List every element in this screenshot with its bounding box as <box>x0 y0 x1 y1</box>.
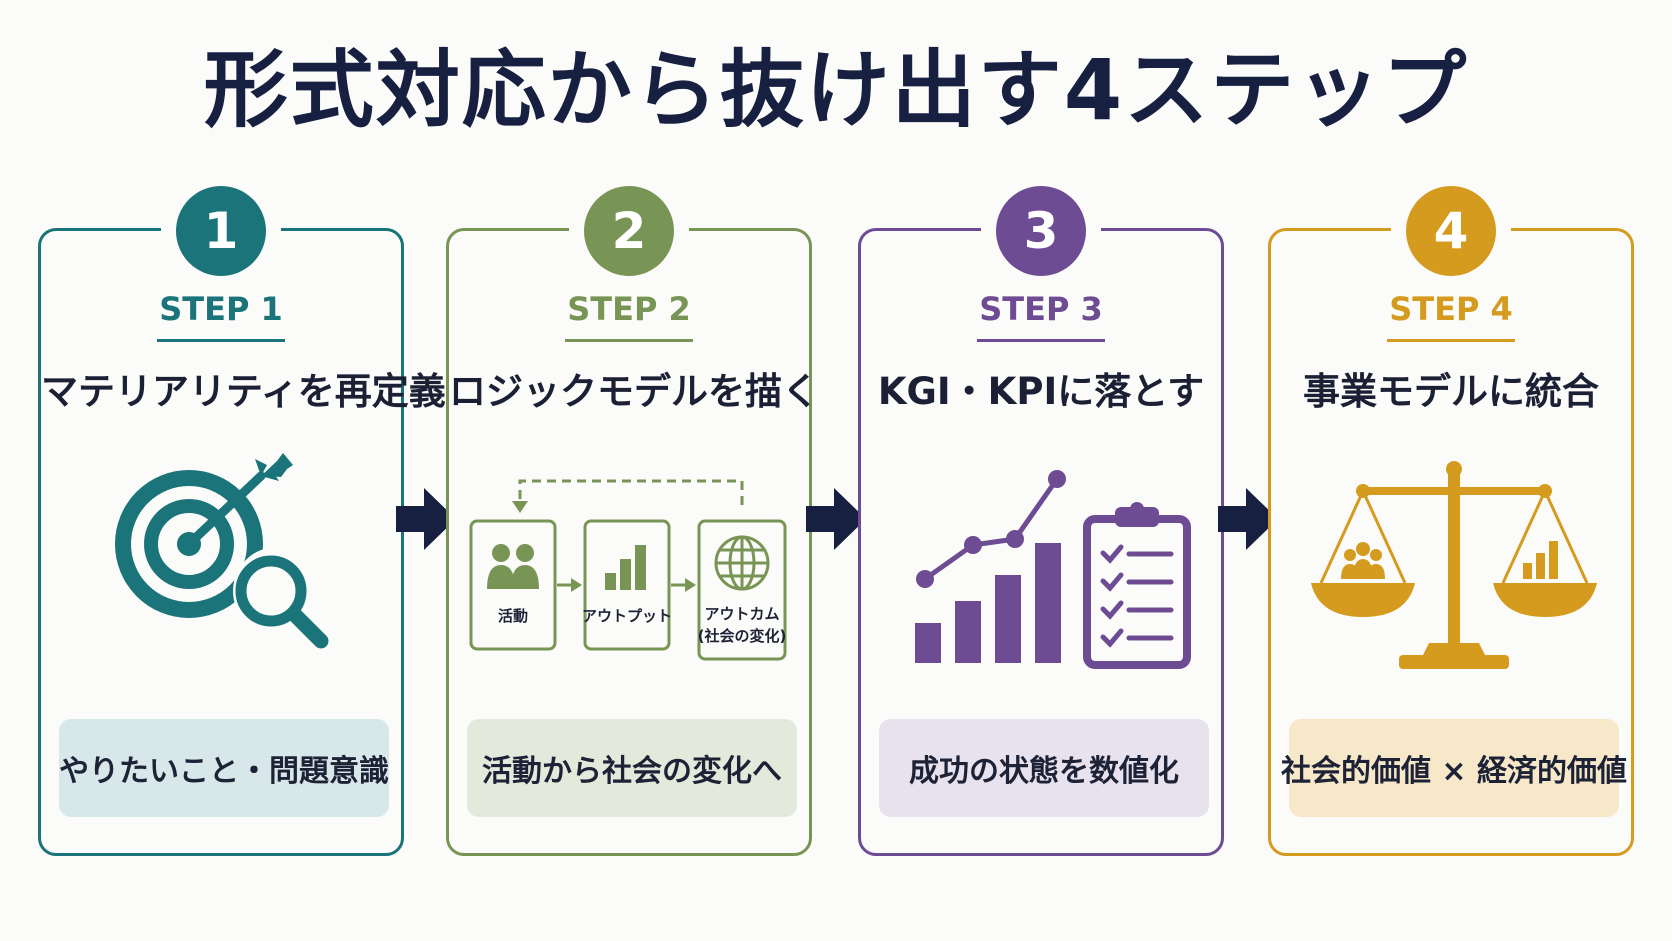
chart-checklist-icon <box>915 470 1191 669</box>
step-4-title: 事業モデルに統合 <box>1303 370 1599 413</box>
step-3-title: KGI・KPIに落とす <box>877 370 1205 413</box>
step-3-number: 3 <box>996 186 1086 276</box>
step-1-badge: 1 <box>161 186 281 276</box>
step-4-label: STEP 4 <box>1389 290 1513 328</box>
arrow-right-icon <box>396 488 456 550</box>
arrow-right-icon <box>1218 488 1278 550</box>
step-4-number: 4 <box>1406 186 1496 276</box>
step-1-label: STEP 1 <box>159 290 283 328</box>
step-4-summary: 社会的価値 × 経済的価値 <box>1281 719 1627 817</box>
flow-outcome-sublabel: (社会の変化) <box>698 627 787 645</box>
step-4-card: 4 STEP 4 事業モデルに統合 社会的価値 × 経済的価値 <box>1268 186 1634 856</box>
balance-scale-icon <box>1311 461 1597 669</box>
step-3-card: 3 STEP 3 KGI・KPIに落とす 成功の状態を数値化 <box>858 186 1224 856</box>
step-3-badge: 3 <box>981 186 1101 276</box>
step-2-title: ロジックモデルを描く <box>449 370 819 413</box>
step-2-underline <box>565 339 693 342</box>
flow-output-label: アウトプット <box>582 607 672 625</box>
step-1-summary: やりたいこと・問題意識 <box>59 719 389 817</box>
page-title: 形式対応から抜け出す4ステップ <box>203 41 1469 139</box>
flow-activity-label: 活動 <box>498 607 528 625</box>
step-2-card: 2 STEP 2 ロジックモデルを描く 活動 アウトプット アウトカム (社会 <box>446 186 819 856</box>
step-1-title: マテリアリティを再定義 <box>41 370 446 413</box>
step-3-summary: 成功の状態を数値化 <box>879 719 1209 817</box>
step-4-underline <box>1387 339 1515 342</box>
logic-model-flow-icon: 活動 アウトプット アウトカム (社会の変化) <box>469 479 787 661</box>
flow-outcome-label: アウトカム <box>704 605 779 623</box>
step-2-summary: 活動から社会の変化へ <box>467 719 797 817</box>
step-1-card: 1 STEP 1 マテリアリティを再定義 やりたいこと・問題意識 <box>38 186 446 856</box>
step-4-badge: 4 <box>1391 186 1511 276</box>
target-magnifier-icon <box>115 453 329 649</box>
step-1-underline <box>157 339 285 342</box>
step-3-underline <box>977 339 1105 342</box>
step-2-number: 2 <box>584 186 674 276</box>
step-3-label: STEP 3 <box>979 290 1103 328</box>
step-1-number: 1 <box>176 186 266 276</box>
step-2-label: STEP 2 <box>567 290 691 328</box>
step-2-badge: 2 <box>569 186 689 276</box>
arrow-right-icon <box>806 488 866 550</box>
